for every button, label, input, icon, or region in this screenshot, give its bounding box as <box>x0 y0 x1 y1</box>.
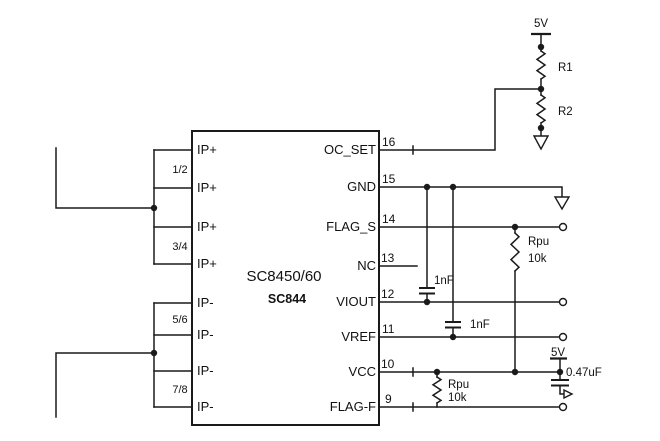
pin-label-flag-s: FLAG_S <box>326 219 376 234</box>
net-viout: VIOUT 12 1nF <box>336 186 568 309</box>
resistor-label-rpu: Rpu <box>448 379 469 391</box>
pin-label-ip5: IP- <box>197 295 214 310</box>
capacitor-label-1nf: 1nF <box>434 275 454 287</box>
pin-label-ip6: IP- <box>197 327 214 342</box>
net-flag-f: FLAG-F 9 Rpu 10k <box>330 371 568 414</box>
pin-label-oc-set: OC_SET <box>324 142 376 157</box>
ic-body <box>191 130 380 426</box>
net-vref: VREF 11 1nF <box>341 186 568 344</box>
resistor-r1 <box>535 49 547 81</box>
pin-pair-label-56: 5/6 <box>172 314 187 326</box>
terminal-circle <box>558 222 568 232</box>
pin-label-ip8: IP- <box>197 399 214 414</box>
net-vcc: VCC 10 5V 0.47uF <box>349 347 602 400</box>
pin-label-gnd: GND <box>347 179 376 194</box>
resistor-r2 <box>535 93 547 125</box>
resistor-label-r2: R2 <box>558 106 573 118</box>
pin-label-ip1: IP+ <box>197 142 217 157</box>
pin-pair-label-34: 3/4 <box>172 241 187 253</box>
junction-dot <box>537 85 545 93</box>
pin-label-ip2: IP+ <box>197 180 217 195</box>
pin-number-13: 13 <box>381 251 395 265</box>
junction-dot <box>511 368 519 376</box>
net-flag-s: FLAG_S 14 Rpu 10k <box>326 212 568 373</box>
resistor-label-r1: R1 <box>558 62 573 74</box>
wire-ip-minus-input <box>55 352 155 418</box>
pin-pair-label-12: 1/2 <box>172 164 187 176</box>
ic-subtitle: SC844 <box>268 292 306 306</box>
ic-title: SC8450/60 <box>246 268 321 285</box>
pin-number-14: 14 <box>382 212 396 226</box>
pin-number-12: 12 <box>381 287 395 301</box>
signal-ground-icon <box>563 388 574 400</box>
pin-label-ip4: IP+ <box>197 256 217 271</box>
pin-label-nc: NC <box>357 258 376 273</box>
capacitor-label-1nf: 1nF <box>470 319 490 331</box>
pin-number-15: 15 <box>382 172 396 186</box>
terminal-circle <box>558 297 568 307</box>
resistor-rpu-flag-s <box>509 231 521 273</box>
pin-label-ip3: IP+ <box>197 219 217 234</box>
pin-label-vref: VREF <box>341 329 376 344</box>
ground-icon <box>553 196 571 211</box>
ip-minus-bus: 5/6 7/8 <box>55 302 193 418</box>
pin-number-11: 11 <box>382 322 395 336</box>
capacitor-label-047uf: 0.47uF <box>566 367 602 379</box>
pin-number-16: 16 <box>382 135 396 149</box>
resistor-value-10k: 10k <box>448 392 467 404</box>
resistor-value-10k: 10k <box>528 253 547 265</box>
pin-number-10: 10 <box>381 357 395 371</box>
pin-label-viout: VIOUT <box>336 294 376 309</box>
junction-dot <box>537 43 545 51</box>
pin-label-flag-f: FLAG-F <box>330 399 376 414</box>
junction-dot <box>537 124 545 132</box>
junction-dot <box>150 204 158 212</box>
terminal-circle <box>558 402 568 412</box>
ip-plus-bus: 1/2 3/4 <box>55 147 193 265</box>
supply-label-5v-vcc: 5V <box>551 347 565 359</box>
pin-label-ip7: IP- <box>197 363 214 378</box>
terminal-circle <box>558 332 568 342</box>
net-gnd: GND 15 <box>347 172 571 211</box>
net-oc-set: OC_SET 16 5V R1 R2 <box>324 18 573 157</box>
wire <box>559 384 565 395</box>
wire-oc-set <box>378 88 542 151</box>
schematic: SC8450/60 SC844 1/2 3/4 5/6 7/8 <box>55 18 602 426</box>
net-nc: NC 13 <box>357 251 418 273</box>
ground-icon <box>532 135 550 151</box>
pin-pair-label-78: 7/8 <box>172 384 187 396</box>
supply-label-5v-top: 5V <box>534 18 548 30</box>
resistor-rpu-flag-f <box>431 375 443 405</box>
wire-gnd <box>378 186 563 198</box>
pin-label-vcc: VCC <box>349 364 376 379</box>
junction-dot <box>150 349 158 357</box>
resistor-label-rpu: Rpu <box>528 236 549 248</box>
wire-ip-plus-input <box>55 147 155 209</box>
pin-number-9: 9 <box>385 392 392 406</box>
